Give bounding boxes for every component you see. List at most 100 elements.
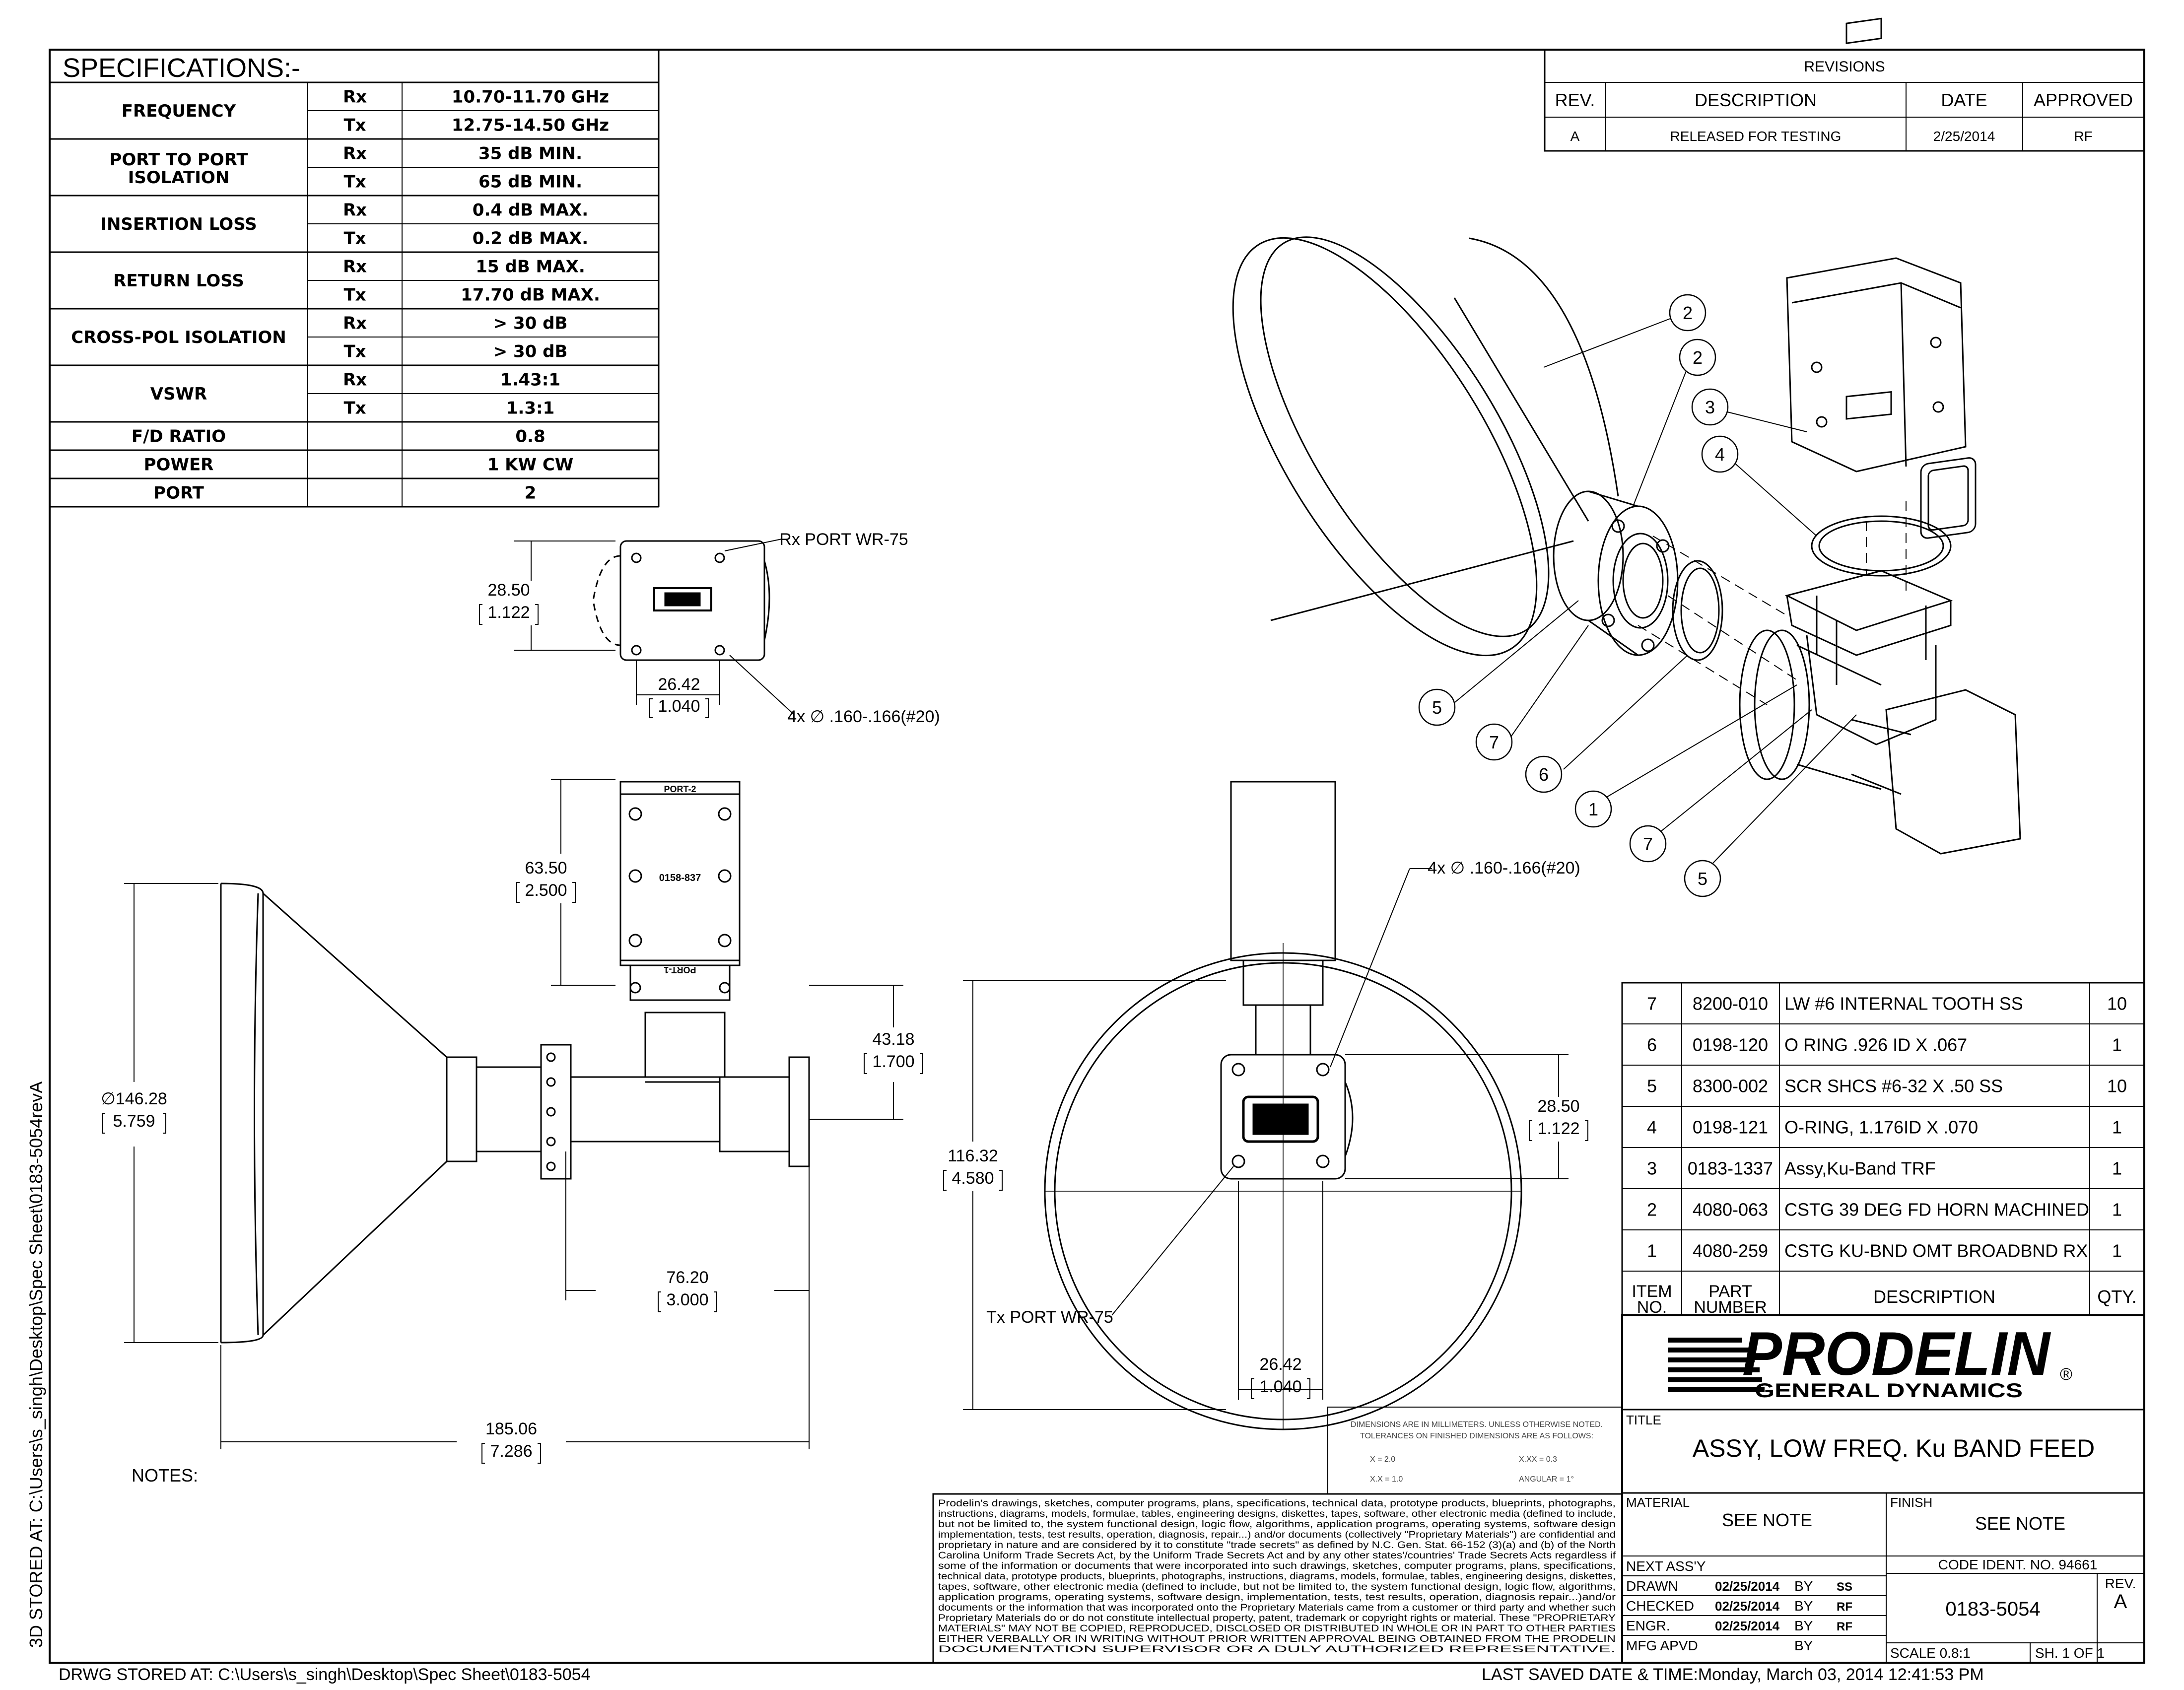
dim-overall-length-in: 7.286 [490, 1442, 532, 1461]
exploded-view [1232, 17, 2021, 864]
dim-front-width-in: 1.040 [1259, 1377, 1301, 1396]
holes-callout-top: 4x ∅ .160-.166(#20) [787, 707, 940, 726]
rev-row-date: 2/25/2014 [1933, 129, 1995, 144]
bom-qty: 1 [2112, 1200, 2122, 1220]
tolerance-angular: ANGULAR = 1° [1519, 1475, 1574, 1484]
footer-saved-time: LAST SAVED DATE & TIME:Monday, March 03,… [1482, 1665, 1984, 1684]
bom-part-number: 0183-1337 [1688, 1158, 1773, 1179]
legal-line: MATERIALS" MAY NOT BE COPIED, REPRODUCED… [938, 1623, 1616, 1634]
dim-horn-diameter-in: 5.759 [113, 1112, 155, 1131]
material-value: SEE NOTE [1722, 1510, 1812, 1530]
rev-header-rev: REV. [1555, 90, 1595, 110]
spec-label: INSERTION LOSS [100, 214, 257, 234]
spec-band: Tx [343, 342, 366, 362]
material-label: MATERIAL [1626, 1495, 1690, 1510]
item-balloon-number: 5 [1432, 697, 1442, 718]
drawing-number: 0183-5054 [1945, 1598, 2040, 1620]
spec-label: VSWR [150, 384, 207, 404]
legal-line: Prodelin's drawings, sketches, computer … [938, 1498, 1616, 1509]
bom-description: CSTG 39 DEG FD HORN MACHINED [1784, 1200, 2089, 1220]
legal-line: application programs, operating systems,… [938, 1592, 1616, 1603]
dim-overall-length: 185.06 [485, 1420, 537, 1438]
front-view [963, 781, 1569, 1430]
spec-band: Tx [343, 285, 366, 305]
approval-initials: RF [1837, 1600, 1852, 1614]
item-balloon-number: 3 [1705, 397, 1715, 417]
item-balloon-number: 2 [1683, 303, 1693, 323]
bom-description: O RING .926 ID X .067 [1784, 1035, 1967, 1055]
rev-value: A [2114, 1591, 2127, 1613]
title-block: PRODELIN GENERAL DYNAMICS ® TITLE ASSY, … [1621, 1314, 2145, 1664]
bom-header-part-2: NUMBER [1694, 1298, 1767, 1317]
spec-band: Rx [343, 314, 367, 334]
tolerance-xxx: X.XX = 0.3 [1519, 1455, 1557, 1464]
item-balloon [1679, 338, 1716, 376]
spec-band: Rx [343, 87, 367, 107]
rev-row-rev: A [1570, 129, 1580, 144]
approval-initials: SS [1837, 1580, 1852, 1594]
bom-description: CSTG KU-BND OMT BROADBND RX [1784, 1241, 2088, 1261]
next-assy-label: NEXT ASS'Y [1626, 1558, 1706, 1574]
legal-line: DOCUMENTATION SUPERVISOR OR A DULY AUTHO… [938, 1644, 1616, 1655]
dim-top-width: 26.42 [658, 675, 700, 694]
dim-front-port: 28.50 [1537, 1097, 1579, 1116]
rev-header-approved: APPROVED [2034, 90, 2133, 110]
revisions-title: REVISIONS [1804, 59, 1885, 75]
dim-front-height: 116.32 [948, 1147, 998, 1165]
bom-qty: 1 [2112, 1035, 2122, 1055]
bom-item-no: 1 [1647, 1241, 1657, 1261]
trf-part-mark: 0158-837 [659, 873, 701, 883]
legal-line: proprietary in nature and are considered… [938, 1540, 1616, 1551]
bom-part-number: 8300-002 [1693, 1076, 1768, 1096]
spec-label: FREQUENCY [122, 101, 236, 121]
revisions-table: REVISIONS REV. DESCRIPTION DATE APPROVED… [1544, 49, 2145, 152]
bom-header-desc: DESCRIPTION [1873, 1286, 1995, 1307]
spec-band: Tx [343, 116, 366, 135]
spec-value: 15 dB MAX. [476, 257, 585, 277]
dim-port-offset-in: 1.700 [872, 1052, 914, 1071]
title-label: TITLE [1626, 1413, 1661, 1427]
bom-part-number: 0198-121 [1693, 1117, 1768, 1138]
dim-top-height: 28.50 [487, 581, 530, 600]
tolerance-xx: X.X = 1.0 [1370, 1475, 1403, 1484]
legal-line: Carolina Uniform Trade Secrets Act, by t… [938, 1550, 1616, 1561]
spec-band: Rx [343, 257, 367, 277]
spec-value: 12.75-14.50 GHz [452, 116, 609, 135]
dim-top-width-in: 1.040 [658, 697, 700, 716]
bom-qty: 10 [2107, 994, 2127, 1014]
spec-value: 10.70-11.70 GHz [452, 87, 609, 107]
scale-value: SCALE 0.8:1 [1890, 1645, 1971, 1661]
bom-part-number: 4080-063 [1693, 1200, 1768, 1220]
item-balloon [1525, 755, 1563, 793]
legal-line: Proprietary Materials do or do not const… [938, 1613, 1616, 1623]
bom-qty: 10 [2107, 1076, 2127, 1096]
item-balloon [1475, 723, 1513, 761]
spec-value: 1 KW CW [487, 455, 574, 475]
notes-label: NOTES: [132, 1465, 198, 1486]
logo-subtext: GENERAL DYNAMICS [1755, 1380, 2023, 1402]
spec-band: Rx [343, 144, 367, 164]
approval-by: BY [1794, 1578, 1813, 1594]
bom-item-no: 2 [1647, 1200, 1657, 1220]
spec-value: > 30 dB [493, 342, 568, 362]
item-balloon [1574, 790, 1612, 828]
dim-body-length-in: 3.000 [666, 1290, 708, 1309]
approval-date: 02/25/2014 [1715, 1579, 1780, 1594]
dim-port-offset: 43.18 [872, 1030, 914, 1049]
legal-line: but not be limited to, the system functi… [938, 1519, 1616, 1530]
logo-text: PRODELIN [1742, 1320, 2051, 1388]
bom-item-no: 5 [1647, 1076, 1657, 1096]
prodelin-logo: PRODELIN GENERAL DYNAMICS ® [1668, 1320, 2072, 1402]
bom-description: LW #6 INTERNAL TOOTH SS [1784, 994, 2023, 1014]
bom-qty: 1 [2112, 1117, 2122, 1138]
bom-qty: 1 [2112, 1158, 2122, 1179]
proprietary-notice: Prodelin's drawings, sketches, computer … [932, 1493, 1623, 1664]
side-3d-path: 3D STORED AT: C:\Users\s_singh\Desktop\S… [26, 1082, 46, 1648]
spec-label: ISOLATION [128, 168, 230, 188]
finish-label: FINISH [1890, 1495, 1932, 1510]
spec-label: POWER [144, 455, 214, 475]
item-balloon [1629, 825, 1667, 863]
